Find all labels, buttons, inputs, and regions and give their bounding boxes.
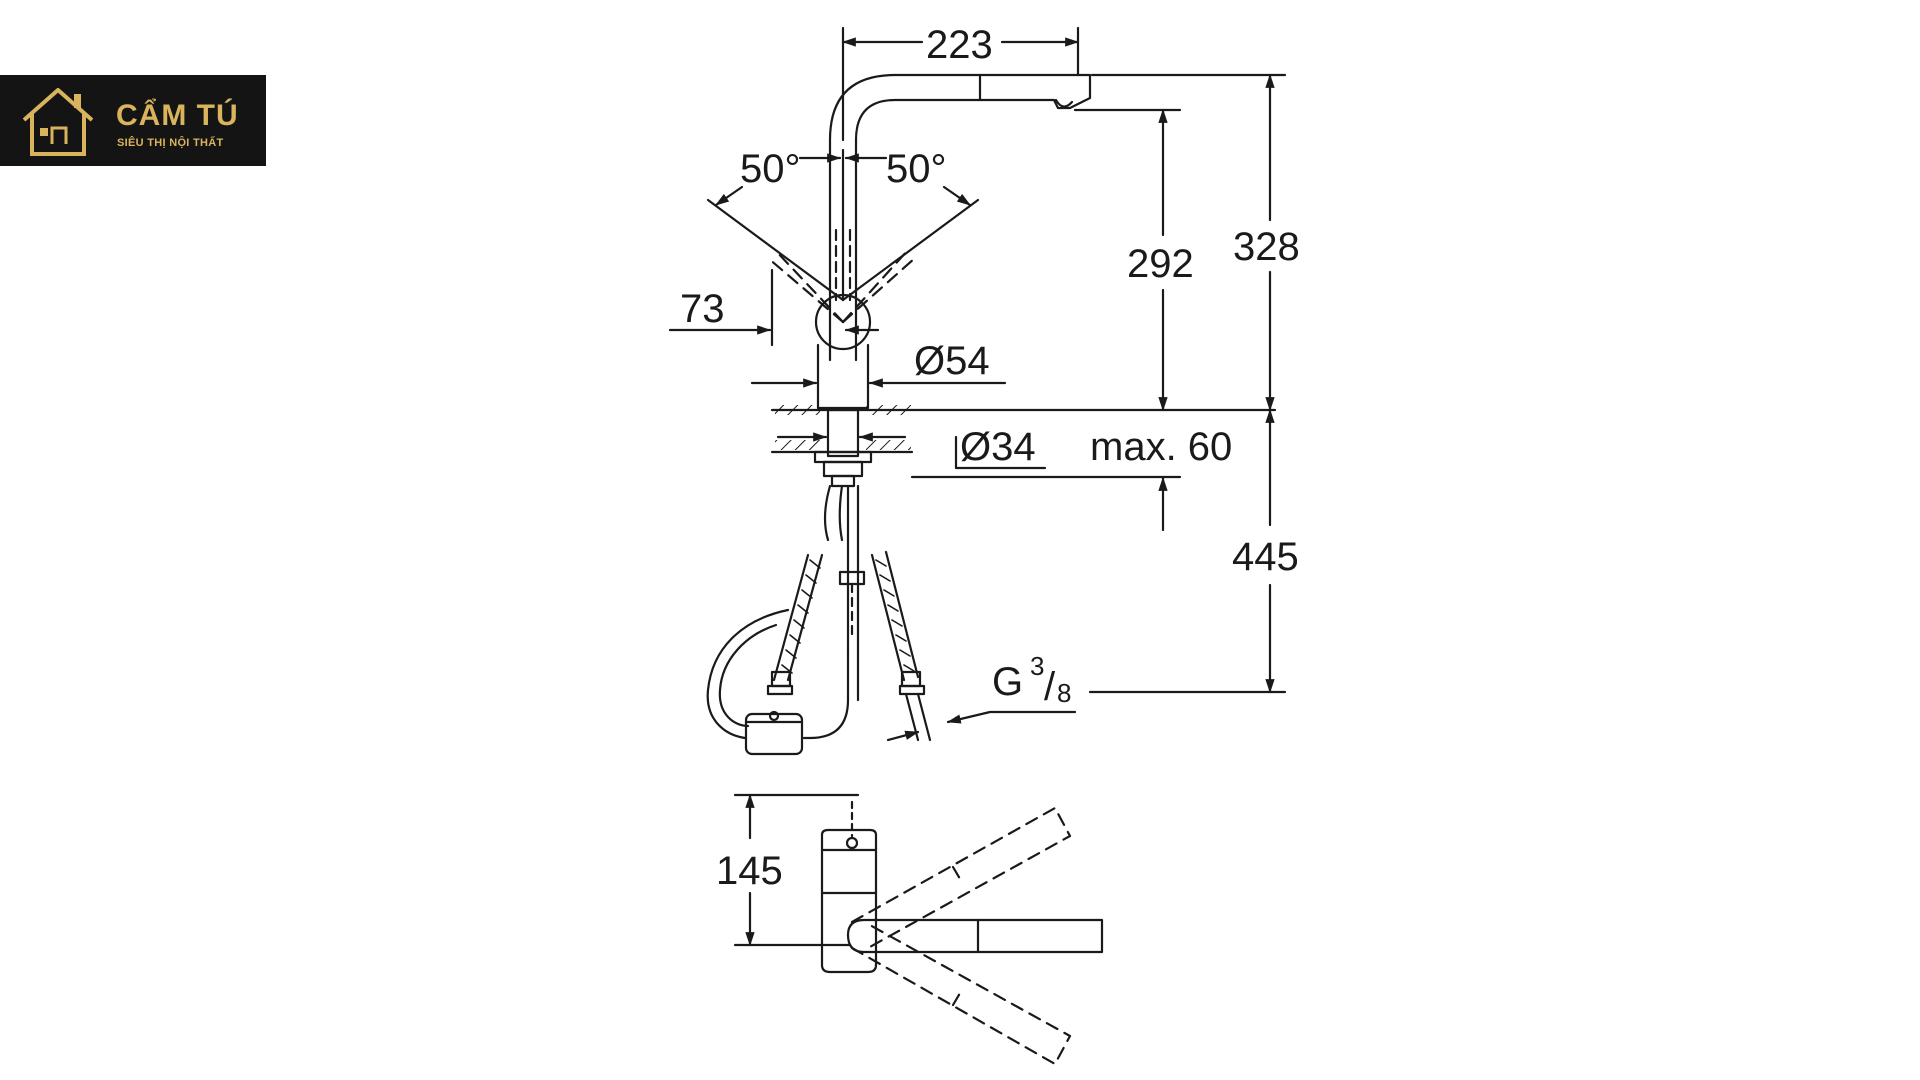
dim-g-denominator: 8 — [1057, 678, 1071, 708]
dim-34-line — [776, 432, 1047, 470]
dim-g38-line — [886, 710, 1077, 742]
dim-445: 445 — [1232, 535, 1299, 579]
house-icon — [22, 88, 94, 156]
brand-tagline: SIÊU THỊ NỘI THẤT — [117, 137, 224, 149]
dim-50-left: 50° — [740, 147, 801, 191]
dim-223: 223 — [926, 23, 993, 67]
supply-hoses — [802, 484, 866, 740]
top-view-faucet — [820, 800, 1104, 974]
braided-hose-right — [870, 550, 932, 742]
dim-73: 73 — [680, 287, 725, 331]
dim-328-line — [1090, 73, 1287, 412]
dim-328: 328 — [1233, 225, 1300, 269]
dim-292: 292 — [1127, 242, 1194, 286]
mounting-deck — [770, 405, 1277, 488]
dim-50-right: 50° — [886, 147, 947, 191]
braided-hose-left — [766, 553, 824, 696]
dim-60-line — [910, 475, 1182, 532]
dim-292-line — [1073, 108, 1182, 412]
dim-445-line — [1088, 408, 1287, 694]
dim-g-numerator: 3 — [1030, 651, 1044, 681]
dim-g: G — [992, 660, 1023, 704]
brand-name: CẨM TÚ — [116, 99, 239, 132]
dim-34: Ø34 — [960, 425, 1036, 469]
swivel-angle-lines — [706, 148, 980, 302]
dim-73-line — [668, 268, 880, 347]
dim-223-line — [841, 26, 1080, 142]
dim-50-lines — [714, 153, 972, 207]
brand-logo[interactable]: CẨM TÚ SIÊU THỊ NỘI THẤT — [0, 75, 266, 166]
dim-145-line — [733, 793, 860, 947]
faucet-body — [814, 73, 1092, 410]
dim-max-60: max. 60 — [1090, 425, 1232, 469]
dim-g-slash: / — [1044, 665, 1056, 709]
top-view-swing-outlines — [850, 806, 1072, 1066]
dim-145: 145 — [716, 849, 783, 893]
pull-out-hose-loop — [706, 608, 804, 756]
dim-54: Ø54 — [914, 339, 990, 383]
lever-swing-outlines — [766, 248, 917, 324]
